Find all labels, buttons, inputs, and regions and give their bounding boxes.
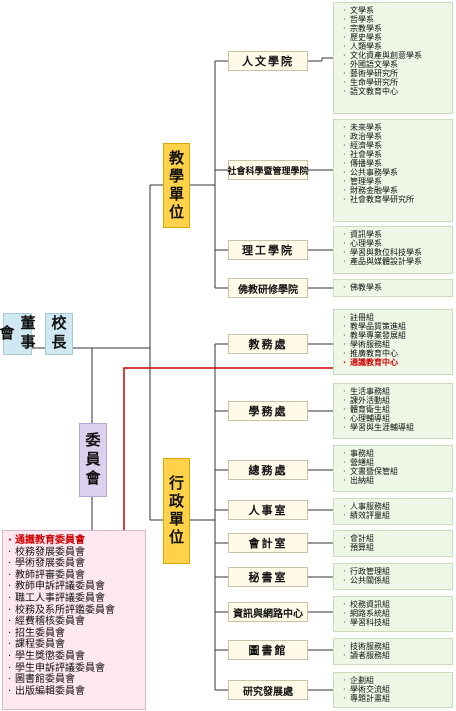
committee-item: 職工人事評議委員會 <box>8 593 141 605</box>
teaching-units-box: 教學單位 <box>163 143 190 228</box>
list-item: 課外活動組 <box>343 396 448 405</box>
list-student-affairs: 生活事務組 課外活動組 體育衛生組 心理輔導組 學習與生涯輔導組 <box>333 383 453 439</box>
list-item: 行政管理組 <box>343 567 448 576</box>
list-item: 產品與媒體設計學系 <box>343 257 448 266</box>
list-item: 歷史學系 <box>343 33 448 42</box>
list-item: 心理學系 <box>343 239 448 248</box>
list-item: 公共事務學系 <box>343 168 448 177</box>
list-item: 營繕組 <box>343 458 448 467</box>
unit-research-development: 研究發展處 <box>228 680 308 700</box>
unit-general-affairs: 總務處 <box>228 460 308 480</box>
list-item: 績效評量組 <box>343 511 448 520</box>
list-item: 會計組 <box>343 534 448 543</box>
list-item: 出納組 <box>343 476 448 485</box>
list-item: 校務資訊組 <box>343 600 448 609</box>
committee-item: 學生申訴評議委員會 <box>8 663 141 675</box>
committee-item: 圖書館委員會 <box>8 674 141 686</box>
list-item: 資訊學系 <box>343 230 448 239</box>
list-item: 企劃組 <box>343 676 448 685</box>
list-item: 政治學系 <box>343 132 448 141</box>
list-buddhist-studies: 佛教學系 <box>333 279 453 297</box>
list-research-development: 企劃組 學術交流組 專題計畫組 <box>333 672 453 708</box>
committee-item: 出版編輯委員會 <box>8 686 141 698</box>
committee-list: 通識教育委員會 校務發展委員會 學術發展委員會 教師評審委員會 教師申訴評議委員… <box>2 530 146 710</box>
president-box: 校長 <box>45 313 73 355</box>
list-item: 財務金融學系 <box>343 186 448 195</box>
committee-item: 校務及系所評鑑委員會 <box>8 605 141 617</box>
list-item: 教學品質策進組 <box>343 322 448 331</box>
list-item-highlighted: 通識教育中心 <box>343 358 448 367</box>
list-humanities: 文學系 哲學系 宗教學系 歷史學系 人類學系 文化資產與創意學系 外國語文學系 … <box>333 2 453 114</box>
list-item: 人事服務組 <box>343 502 448 511</box>
list-item: 佛教學系 <box>343 283 448 292</box>
list-social-science-management: 未來學系 政治學系 經濟學系 社會學系 傳播學系 公共事務學系 管理學系 財務金… <box>333 119 453 222</box>
unit-personnel: 人事室 <box>228 500 308 520</box>
unit-academic-affairs: 教務處 <box>228 334 308 354</box>
list-secretariat: 行政管理組 公共關係組 <box>333 563 453 590</box>
list-item: 未來學系 <box>343 123 448 132</box>
list-item: 藝術學研究所 <box>343 69 448 78</box>
committee-item: 學術發展委員會 <box>8 558 141 570</box>
list-item: 哲學系 <box>343 15 448 24</box>
list-item: 外國語文學系 <box>343 60 448 69</box>
unit-accounting: 會計室 <box>228 533 308 553</box>
unit-info-network-center: 資訊與網路中心 <box>228 602 308 622</box>
list-item: 學習科技組 <box>343 618 448 627</box>
list-item: 事務組 <box>343 449 448 458</box>
list-item: 公共關係組 <box>343 576 448 585</box>
list-item: 技術服務組 <box>343 642 448 651</box>
board-of-directors-box: 董事會 <box>0 313 37 355</box>
list-item: 學術服務組 <box>343 340 448 349</box>
list-item: 管理學系 <box>343 177 448 186</box>
list-info-network-center: 校務資訊組 網路系統組 學習科技組 <box>333 596 453 632</box>
committee-item: 教師評審委員會 <box>8 570 141 582</box>
committee-item: 教師申訴評議委員會 <box>8 581 141 593</box>
list-item: 讀者服務組 <box>343 651 448 660</box>
list-item: 心理輔導組 <box>343 414 448 423</box>
list-item: 經濟學系 <box>343 141 448 150</box>
committee-item: 課程委員會 <box>8 639 141 651</box>
list-item: 語文教育中心 <box>343 87 448 96</box>
list-accounting: 會計組 預算組 <box>333 530 453 557</box>
list-item: 文學系 <box>343 6 448 15</box>
committee-item: 學生獎懲委員會 <box>8 651 141 663</box>
list-item: 學習與數位科技學系 <box>343 248 448 257</box>
list-item: 社會教育學研究所 <box>343 195 448 204</box>
list-item: 生命學研究所 <box>343 78 448 87</box>
unit-science-engineering: 理工學院 <box>228 240 308 260</box>
committee-item: 校務發展委員會 <box>8 547 141 559</box>
list-academic-affairs: 註冊組 教學品質策進組 教學專業發展組 學術服務組 推廣教育中心 通識教育中心 <box>333 309 453 375</box>
list-science-engineering: 資訊學系 心理學系 學習與數位科技學系 產品與媒體設計學系 <box>333 226 453 274</box>
committee-item: 招生委員會 <box>8 628 141 640</box>
list-item: 註冊組 <box>343 313 448 322</box>
unit-library: 圖書館 <box>228 640 308 660</box>
list-item: 人類學系 <box>343 42 448 51</box>
list-item: 社會學系 <box>343 150 448 159</box>
unit-secretariat: 秘書室 <box>228 567 308 587</box>
list-item: 宗教學系 <box>343 24 448 33</box>
list-library: 技術服務組 讀者服務組 <box>333 638 453 665</box>
unit-buddhist-studies: 佛教研修學院 <box>228 278 308 298</box>
list-personnel: 人事服務組 績效評量組 <box>333 498 453 525</box>
committee-box: 委員會 <box>79 423 107 497</box>
unit-student-affairs: 學務處 <box>228 401 308 421</box>
list-item: 教學專業發展組 <box>343 331 448 340</box>
list-item: 專題計畫組 <box>343 694 448 703</box>
unit-humanities: 人文學院 <box>228 51 308 71</box>
list-general-affairs: 事務組 營繕組 文書暨保管組 出納組 <box>333 445 453 492</box>
list-item: 體育衛生組 <box>343 405 448 414</box>
committee-item-highlighted: 通識教育委員會 <box>8 535 141 547</box>
list-item: 文化資產與創意學系 <box>343 51 448 60</box>
list-item: 網路系統組 <box>343 609 448 618</box>
list-item: 學術交流組 <box>343 685 448 694</box>
list-item: 推廣教育中心 <box>343 349 448 358</box>
list-item: 傳播學系 <box>343 159 448 168</box>
list-item: 生活事務組 <box>343 387 448 396</box>
list-item: 學習與生涯輔導組 <box>343 423 448 432</box>
administrative-units-box: 行政單位 <box>163 458 190 564</box>
list-item: 文書暨保管組 <box>343 467 448 476</box>
committee-item: 經費稽核委員會 <box>8 616 141 628</box>
list-item: 預算組 <box>343 543 448 552</box>
unit-social-science-management: 社會科學暨管理學院 <box>228 160 309 180</box>
